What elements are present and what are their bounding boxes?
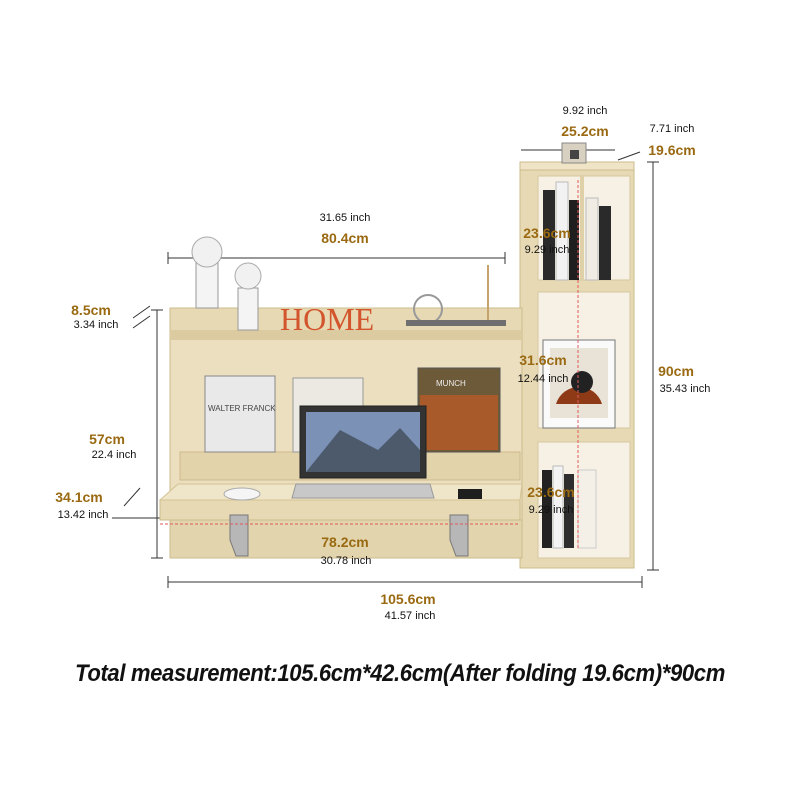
- total-height-cm: 90cm: [658, 363, 694, 379]
- cell-top-cm: 23.6cm: [523, 225, 571, 241]
- total-width-cm: 105.6cm: [380, 591, 436, 607]
- desk-width-inch: 30.78 inch: [320, 555, 372, 567]
- desk-depth-inch: 13.42 inch: [57, 509, 109, 521]
- bookshelf-width-cm: 25.2cm: [561, 123, 609, 139]
- desk-width-cm: 78.2cm: [321, 534, 369, 550]
- total-measurement-caption: Total measurement:105.6cm*42.6cm(After f…: [75, 660, 725, 687]
- total-width-inch: 41.57 inch: [384, 610, 436, 622]
- shelf-height-cm: 8.5cm: [71, 302, 111, 318]
- decor: [191, 236, 506, 501]
- cell-bottom-inch: 9.29 inch: [528, 504, 574, 516]
- cell-bottom-cm: 23.6cm: [527, 484, 575, 500]
- bookshelf-tower: [519, 142, 635, 569]
- book-munch-title: MUNCH: [436, 379, 466, 388]
- cell-top-inch: 9.29 inch: [524, 244, 570, 256]
- folded-depth-inch: 7.71 inch: [649, 123, 695, 135]
- desk-unit-height-cm: 57cm: [89, 431, 125, 447]
- book-walter-title: WALTER FRANCK: [208, 404, 276, 413]
- desk-unit-height-inch: 22.4 inch: [91, 449, 137, 461]
- upper-shelf-width-inch: 31.65 inch: [319, 212, 371, 224]
- total-height-inch: 35.43 inch: [659, 383, 711, 395]
- bookshelf-width-inch: 9.92 inch: [562, 105, 608, 117]
- desk-depth-cm: 34.1cm: [55, 489, 103, 505]
- home-sign: HOME: [280, 301, 374, 337]
- upper-shelf-width-cm: 80.4cm: [321, 230, 369, 246]
- folded-depth-cm: 19.6cm: [648, 142, 696, 158]
- cell-middle-inch: 12.44 inch: [517, 373, 569, 385]
- shelf-height-inch: 3.34 inch: [73, 319, 119, 331]
- cell-middle-cm: 31.6cm: [519, 352, 567, 368]
